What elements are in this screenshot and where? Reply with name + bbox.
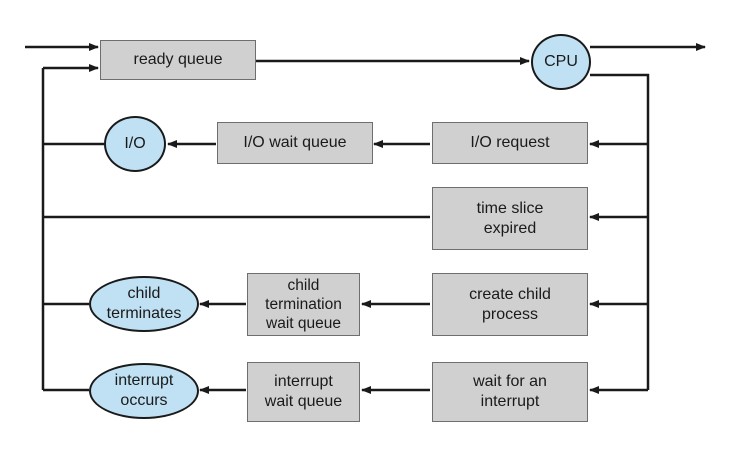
ready-queue-box: ready queue (100, 40, 256, 80)
io-request-box: I/O request (432, 122, 588, 164)
time-slice-expired-box: time slice expired (432, 187, 588, 250)
interrupt-occurs-ellipse: interrupt occurs (89, 363, 199, 419)
io-wait-queue-box: I/O wait queue (217, 122, 373, 164)
cpu-right-bus (590, 73, 650, 390)
interrupt-wait-queue-box: interrupt wait queue (247, 362, 360, 422)
wait-for-interrupt-box: wait for an interrupt (432, 362, 588, 422)
cpu-circle: CPU (531, 34, 591, 90)
create-child-process-box: create child process (432, 273, 588, 336)
io-circle: I/O (104, 116, 166, 172)
child-termination-wait-queue-box: child termination wait queue (247, 273, 360, 336)
child-terminates-ellipse: child terminates (89, 276, 199, 332)
